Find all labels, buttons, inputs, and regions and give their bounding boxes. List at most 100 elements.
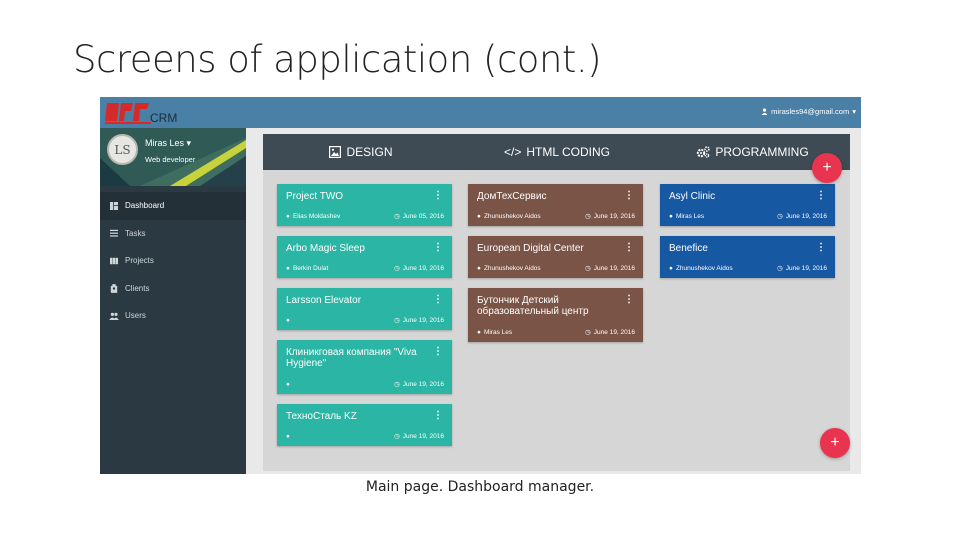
- logo-text: CRM: [150, 111, 178, 125]
- more-vertical-icon[interactable]: ⋮: [433, 294, 443, 305]
- task-card[interactable]: Project TWO ⋮ ●Elias Moldashev ◷June 05,…: [277, 184, 452, 226]
- slide-caption: Main page. Dashboard manager.: [365, 479, 595, 495]
- profile-name[interactable]: Miras Les ▾: [145, 138, 192, 148]
- card-user: ●Zhunushekov Aidos: [669, 265, 733, 272]
- task-card[interactable]: Benefice ⋮ ●Zhunushekov Aidos ◷June 19, …: [660, 236, 835, 278]
- add-column-button[interactable]: +: [812, 153, 842, 183]
- top-bar: CRM mirasles94@gmail.com ▾: [100, 97, 861, 128]
- more-vertical-icon[interactable]: ⋮: [433, 410, 443, 421]
- card-title: ДомТехСервис: [477, 191, 547, 202]
- clock-icon: ◷: [394, 433, 400, 440]
- card-date: ◷June 19, 2016: [777, 264, 827, 273]
- user-icon: ●: [286, 381, 290, 388]
- user-menu[interactable]: mirasles94@gmail.com ▾: [761, 107, 856, 116]
- task-card[interactable]: ТехноСталь KZ ⋮ ● ◷June 19, 2016: [277, 404, 452, 446]
- column-header-programming: PROGRAMMING: [655, 134, 850, 170]
- card-date: ◷June 05, 2016: [394, 212, 444, 221]
- card-date: ◷June 19, 2016: [585, 328, 635, 337]
- sidebar-item-label: Projects: [125, 256, 154, 266]
- avatar[interactable]: LS: [107, 134, 138, 165]
- add-task-button[interactable]: +: [820, 428, 850, 458]
- column-header-label: DESIGN: [346, 145, 393, 159]
- user-icon: ●: [669, 213, 673, 220]
- more-vertical-icon[interactable]: ⋮: [433, 242, 443, 253]
- more-vertical-icon[interactable]: ⋮: [433, 346, 443, 357]
- plus-icon: +: [822, 159, 832, 176]
- sidebar-item-projects[interactable]: Projects: [100, 247, 246, 275]
- column-header-label: PROGRAMMING: [715, 145, 809, 159]
- more-vertical-icon[interactable]: ⋮: [816, 242, 826, 253]
- clock-icon: ◷: [777, 265, 783, 272]
- user-icon: ●: [286, 433, 290, 440]
- caret-down-icon: ▾: [852, 107, 856, 116]
- user-icon: ●: [477, 265, 481, 272]
- user-icon: ●: [477, 329, 481, 336]
- card-user: ●Berkin Dulat: [286, 265, 329, 272]
- card-title: Larsson Elevator: [286, 295, 362, 306]
- dashboard-icon: [109, 201, 119, 211]
- clock-icon: ◷: [585, 265, 591, 272]
- user-icon: [761, 108, 768, 115]
- clock-icon: ◷: [394, 381, 400, 388]
- profile-background: [100, 128, 246, 186]
- user-icon: ●: [477, 213, 481, 220]
- more-vertical-icon[interactable]: ⋮: [816, 190, 826, 201]
- sidebar-item-dashboard[interactable]: Dashboard: [100, 192, 246, 220]
- clock-icon: ◷: [777, 213, 783, 220]
- card-title: European Digital Center: [477, 243, 584, 254]
- clock-icon: ◷: [394, 265, 400, 272]
- card-title: ТехноСталь KZ: [286, 411, 357, 422]
- sidebar: LS Miras Les ▾ Web developer Dashboard T…: [100, 128, 246, 474]
- column-header-html-coding: </> HTML CODING: [459, 134, 655, 170]
- card-user: ●Elias Moldashev: [286, 213, 341, 220]
- more-vertical-icon[interactable]: ⋮: [624, 242, 634, 253]
- card-title: Бутончик Детский образовательный центр: [477, 295, 589, 317]
- sidebar-item-tasks[interactable]: Tasks: [100, 220, 246, 248]
- plus-icon: +: [830, 434, 840, 451]
- logo-mark: [105, 103, 151, 124]
- sidebar-item-label: Users: [125, 311, 146, 321]
- sidebar-item-clients[interactable]: Clients: [100, 275, 246, 303]
- code-icon: </>: [504, 145, 522, 159]
- card-date: ◷June 19, 2016: [585, 212, 635, 221]
- user-icon: ●: [286, 265, 290, 272]
- card-title: Arbo Magic Sleep: [286, 243, 365, 254]
- gears-icon: [697, 146, 711, 158]
- card-user: ●Zhunushekov Aidos: [477, 213, 541, 220]
- user-icon: ●: [286, 213, 290, 220]
- card-title: Project TWO: [286, 191, 344, 202]
- more-vertical-icon[interactable]: ⋮: [433, 190, 443, 201]
- clock-icon: ◷: [585, 329, 591, 336]
- card-date: ◷June 19, 2016: [394, 316, 444, 325]
- sidebar-nav: Dashboard Tasks Projects Clients Users: [100, 192, 246, 330]
- more-vertical-icon[interactable]: ⋮: [624, 190, 634, 201]
- sidebar-item-label: Dashboard: [125, 201, 165, 211]
- card-title: Benefice: [669, 243, 708, 254]
- task-card[interactable]: ДомТехСервис ⋮ ●Zhunushekov Aidos ◷June …: [468, 184, 643, 226]
- column-header-design: DESIGN: [263, 134, 459, 170]
- card-date: ◷June 19, 2016: [777, 212, 827, 221]
- task-card[interactable]: Клиникговая компания "Viva Hygiene" ⋮ ● …: [277, 340, 452, 394]
- card-user: ●Miras Les: [669, 213, 705, 220]
- user-icon: ●: [286, 317, 290, 324]
- clock-icon: ◷: [394, 213, 400, 220]
- card-title: Asyl Clinic: [669, 191, 716, 202]
- card-date: ◷June 19, 2016: [585, 264, 635, 273]
- card-user: ●: [286, 381, 293, 388]
- clock-icon: ◷: [585, 213, 591, 220]
- card-date: ◷June 19, 2016: [394, 264, 444, 273]
- task-card[interactable]: Asyl Clinic ⋮ ●Miras Les ◷June 19, 2016: [660, 184, 835, 226]
- list-icon: [109, 228, 119, 238]
- more-vertical-icon[interactable]: ⋮: [624, 294, 634, 305]
- card-date: ◷June 19, 2016: [394, 380, 444, 389]
- sidebar-item-users[interactable]: Users: [100, 302, 246, 330]
- task-card[interactable]: Arbo Magic Sleep ⋮ ●Berkin Dulat ◷June 1…: [277, 236, 452, 278]
- task-card[interactable]: Larsson Elevator ⋮ ● ◷June 19, 2016: [277, 288, 452, 330]
- clock-icon: ◷: [394, 317, 400, 324]
- user-icon: ●: [669, 265, 673, 272]
- task-card[interactable]: Бутончик Детский образовательный центр ⋮…: [468, 288, 643, 342]
- app-screenshot: CRM mirasles94@gmail.com ▾ LS Miras Les …: [100, 97, 861, 474]
- image-icon: [329, 146, 342, 158]
- user-email: mirasles94@gmail.com: [771, 107, 850, 116]
- task-card[interactable]: European Digital Center ⋮ ●Zhunushekov A…: [468, 236, 643, 278]
